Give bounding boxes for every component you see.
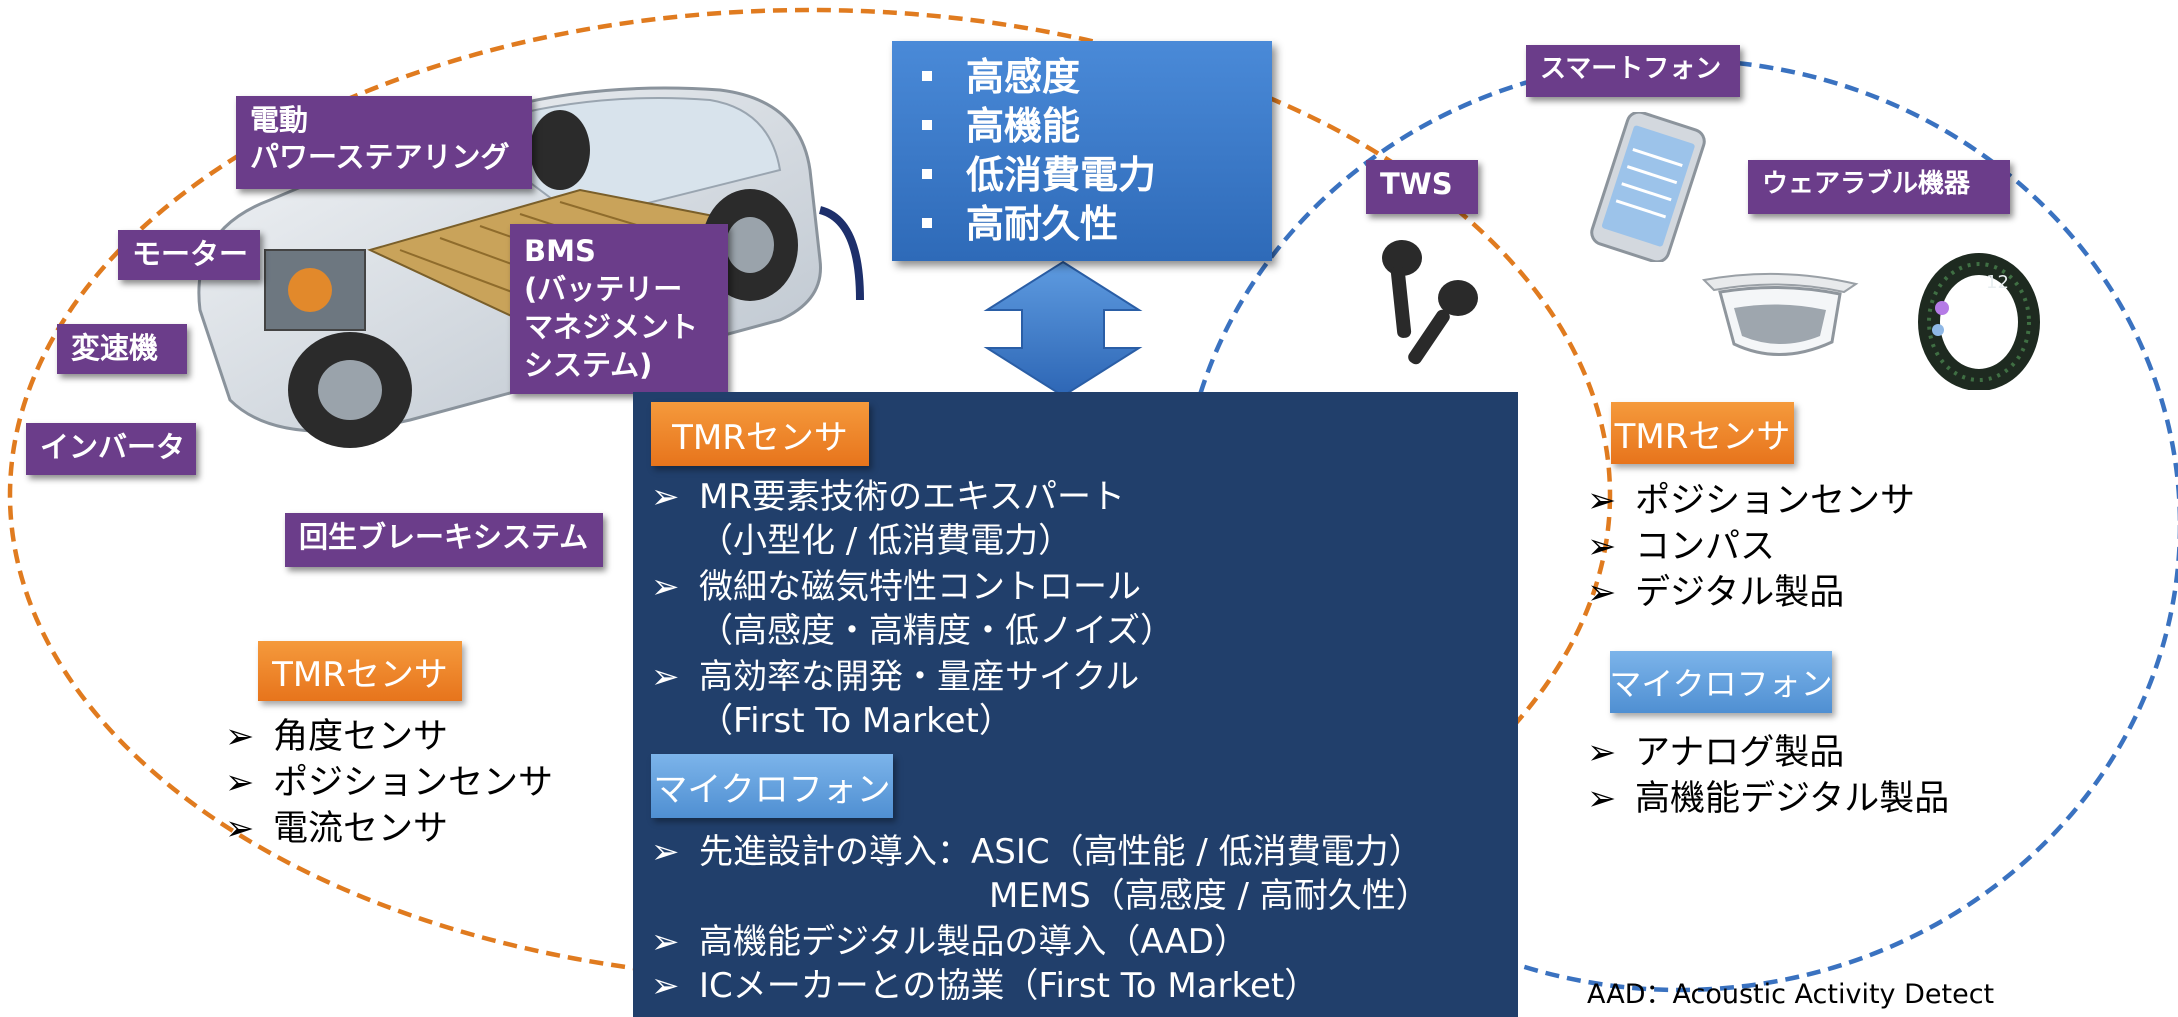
bullet-arrow-icon: ➢: [225, 763, 255, 803]
center-tmr-line: MR要素技術のエキスパート: [699, 477, 1125, 517]
label-inverter: インバータ: [26, 423, 196, 475]
label-tws: TWS: [1366, 160, 1478, 214]
list-item: ➢ポジションセンサ: [225, 760, 553, 806]
list-item: ➢コンパス: [1587, 524, 1915, 570]
list-item: ➢角度センサ: [225, 714, 553, 760]
list-item: ➢高機能デジタル製品: [1587, 776, 1949, 822]
list-item: ➢アナログ製品: [1587, 730, 1949, 776]
bullet-arrow-icon: ➢: [1587, 481, 1617, 521]
center-mic-line: ICメーカーとの協業（First To Market）: [699, 966, 1319, 1006]
automotive-tmr-list: ➢角度センサ ➢ポジションセンサ ➢電流センサ: [225, 714, 553, 852]
label-bms: BMS (バッテリー マネジメント システム): [510, 224, 728, 394]
bullet-arrow-icon: ➢: [651, 922, 680, 962]
center-tmr-line: （高感度・高精度・低ノイズ）: [699, 611, 1174, 651]
feature-box: 高感度 高機能 低消費電力 高耐久性: [892, 41, 1272, 261]
smartphone-icon: [1590, 112, 1706, 262]
feature-item: 低消費電力: [908, 151, 1272, 200]
center-tmr-line: 微細な磁気特性コントロール: [699, 567, 1141, 607]
consumer-tmr-tag: TMRセンサ: [1611, 402, 1794, 464]
list-item: ➢電流センサ: [225, 806, 553, 852]
label-regenerative-braking: 回生ブレーキシステム: [285, 513, 603, 567]
bullet-arrow-icon: ➢: [1587, 733, 1617, 773]
bullet-arrow-icon: ➢: [651, 657, 680, 697]
bullet-arrow-icon: ➢: [225, 717, 255, 757]
fitness-band-icon: 12: [1918, 253, 2040, 390]
label-wearable: ウェアラブル機器: [1748, 160, 2010, 214]
bullet-arrow-icon: ➢: [651, 832, 680, 872]
bms-line-2: (バッテリー: [524, 272, 683, 306]
square-bullet-icon: [922, 217, 932, 228]
footnote: AAD：Acoustic Activity Detect: [1587, 979, 1995, 1010]
center-mic-line: 先進設計の導入：ASIC（高性能 / 低消費電力）: [699, 832, 1423, 872]
square-bullet-icon: [922, 168, 932, 179]
center-mic-line: 高機能デジタル製品の導入（AAD）: [699, 922, 1248, 962]
square-bullet-icon: [922, 119, 932, 130]
automotive-tmr-tag: TMRセンサ: [258, 641, 462, 701]
square-bullet-icon: [922, 70, 932, 81]
smart-glasses-icon: [1701, 272, 1859, 356]
center-mic-line: MEMS（高感度 / 高耐久性）: [989, 876, 1430, 916]
center-tmr-line: （小型化 / 低消費電力）: [699, 521, 1073, 561]
center-mic-tag: マイクロフォン: [651, 754, 893, 818]
center-tmr-line: （First To Market）: [699, 701, 1013, 741]
consumer-mic-tag: マイクロフォン: [1609, 651, 1833, 713]
list-item: ➢ポジションセンサ: [1587, 478, 1915, 524]
eps-line-2: パワーステアリング: [250, 140, 510, 174]
bullet-arrow-icon: ➢: [1587, 573, 1617, 613]
bms-line-1: BMS: [524, 234, 596, 268]
bullet-arrow-icon: ➢: [651, 477, 680, 517]
feature-item: 高耐久性: [908, 200, 1272, 249]
label-motor: モーター: [118, 230, 260, 280]
svg-text:12: 12: [1986, 272, 2009, 293]
feature-item: 高感度: [908, 53, 1272, 102]
double-arrow: [983, 260, 1143, 398]
bullet-arrow-icon: ➢: [1587, 527, 1617, 567]
bms-line-3: マネジメント: [524, 310, 699, 344]
consumer-tmr-list: ➢ポジションセンサ ➢コンパス ➢デジタル製品: [1587, 478, 1915, 616]
center-tmr-line: 高効率な開発・量産サイクル: [699, 657, 1140, 697]
bms-line-4: システム): [524, 348, 653, 382]
bullet-arrow-icon: ➢: [651, 966, 680, 1006]
label-electric-power-steering: 電動 パワーステアリング: [236, 96, 532, 189]
center-tmr-tag: TMRセンサ: [651, 402, 869, 466]
bullet-arrow-icon: ➢: [225, 809, 255, 849]
earbuds-icon: [1382, 240, 1478, 365]
list-item: ➢デジタル製品: [1587, 570, 1915, 616]
label-transmission: 変速機: [57, 324, 187, 374]
center-panel: TMRセンサ ➢ MR要素技術のエキスパート （小型化 / 低消費電力） ➢ 微…: [633, 392, 1518, 1017]
feature-item: 高機能: [908, 102, 1272, 151]
eps-line-1: 電動: [250, 103, 309, 137]
bullet-arrow-icon: ➢: [1587, 779, 1617, 819]
bullet-arrow-icon: ➢: [651, 567, 680, 607]
consumer-mic-list: ➢アナログ製品 ➢高機能デジタル製品: [1587, 730, 1949, 822]
label-smartphone: スマートフォン: [1526, 45, 1740, 97]
